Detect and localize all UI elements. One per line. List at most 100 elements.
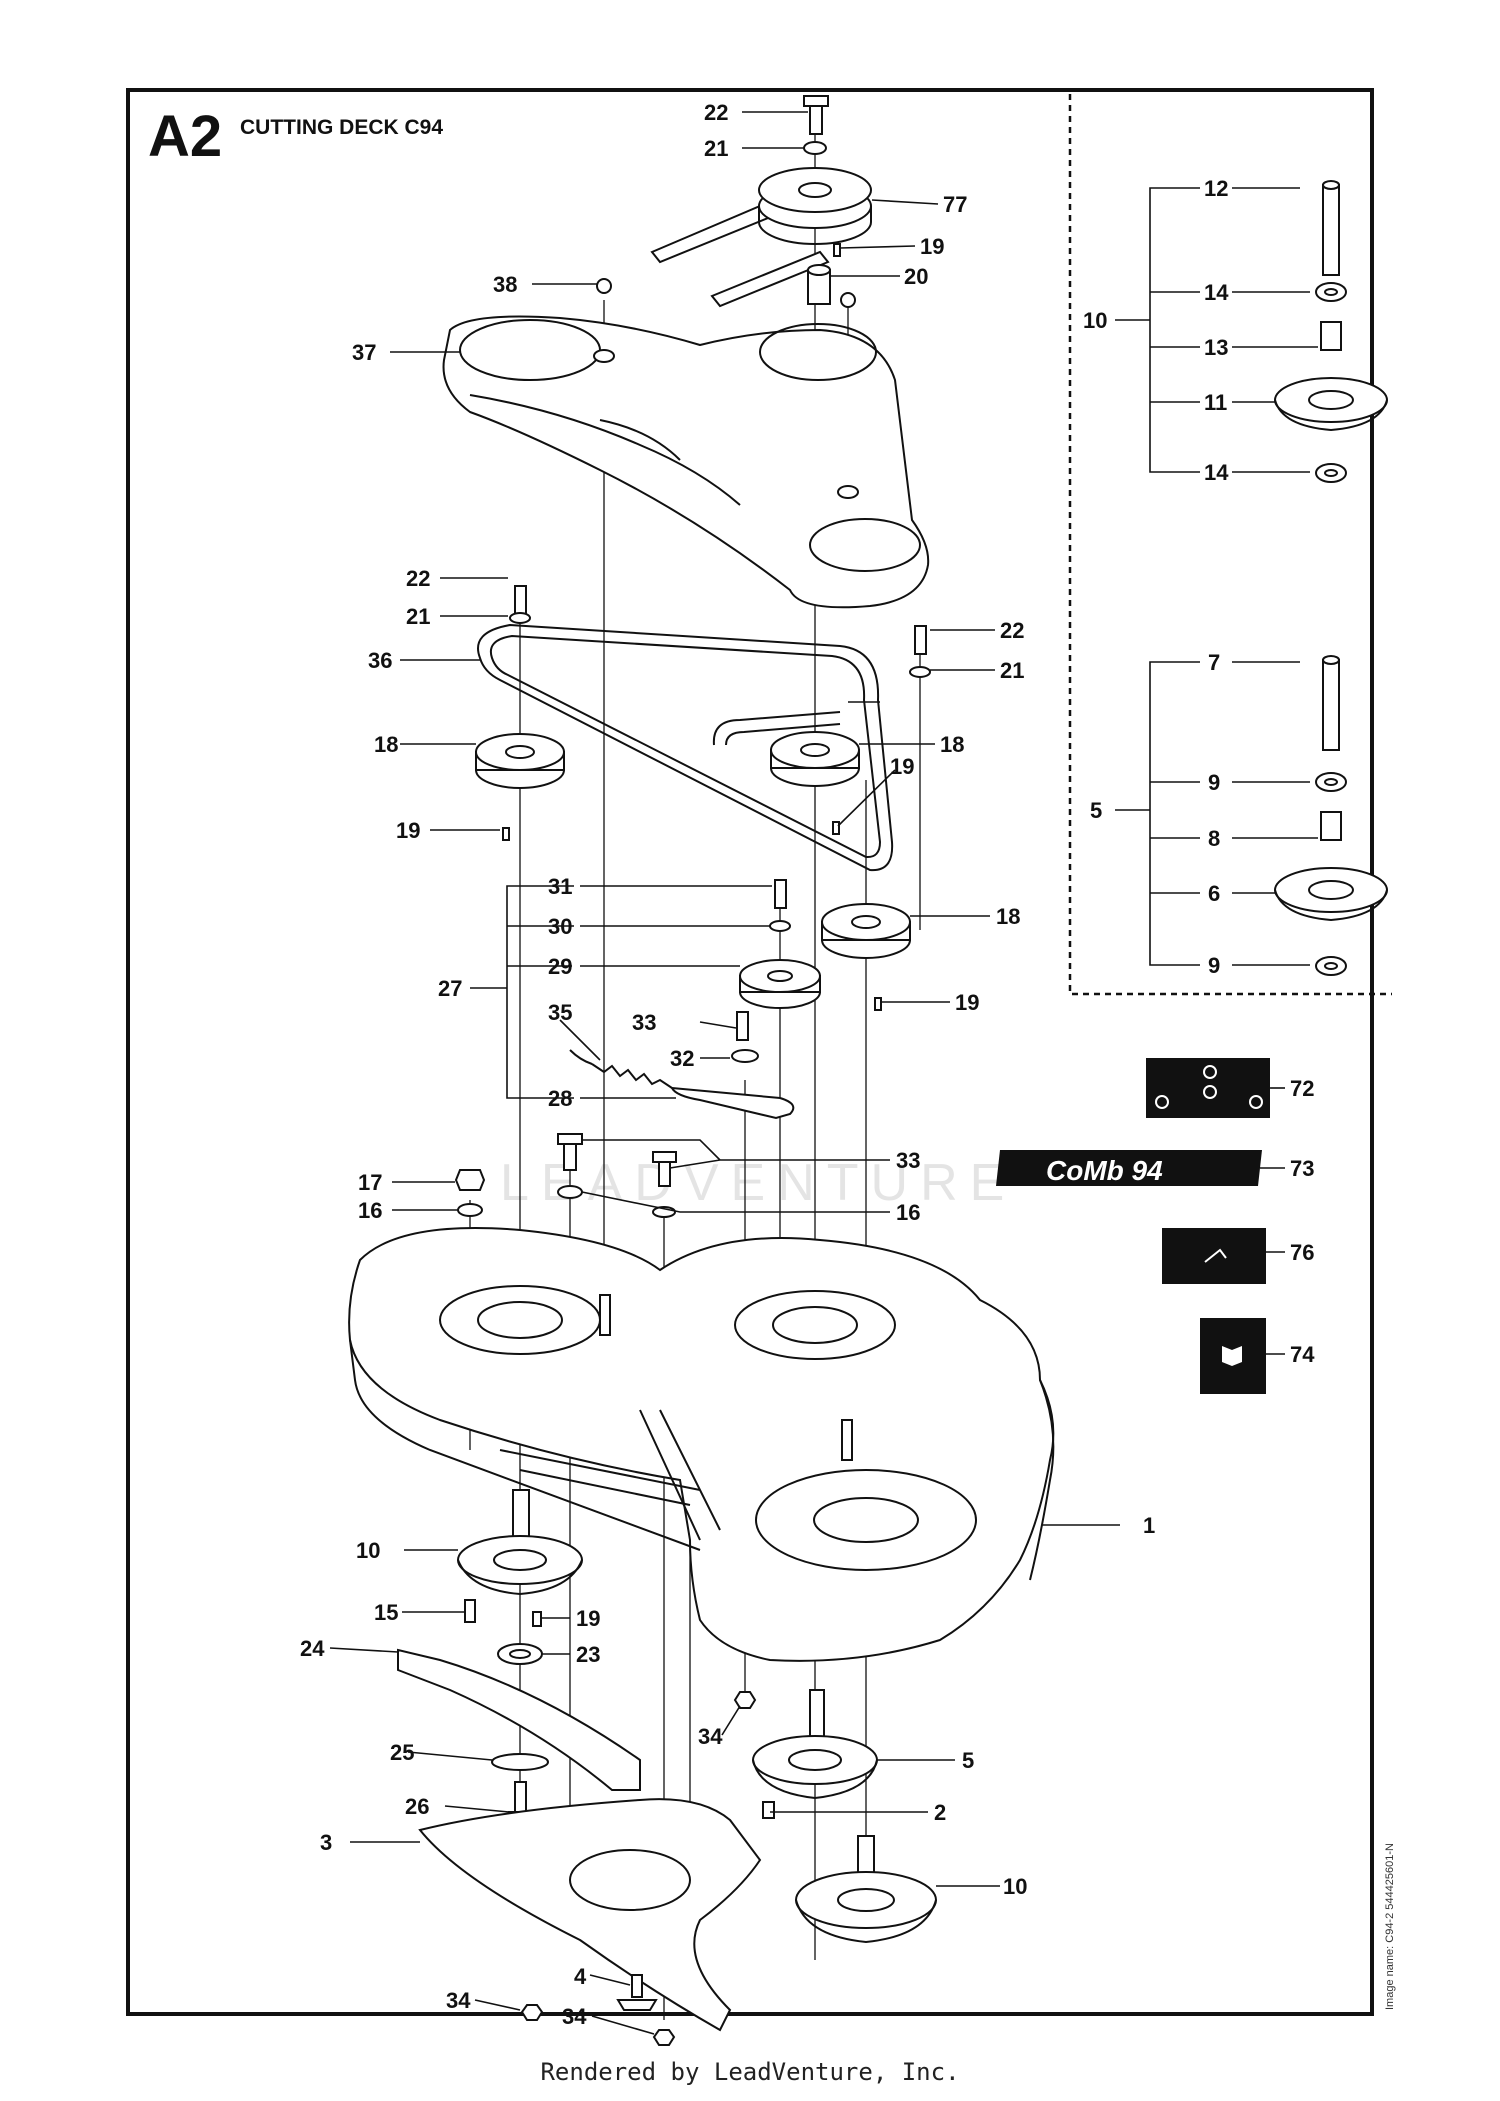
callout-19: 19 xyxy=(890,754,914,779)
callout-29: 29 xyxy=(548,954,572,979)
callout-72: 72 xyxy=(1290,1076,1314,1101)
callout-19: 19 xyxy=(576,1606,600,1631)
image-name-label: Image name: C94-2 544425601-N xyxy=(1384,1843,1396,2010)
callout-7: 7 xyxy=(1208,650,1220,675)
callout-22: 22 xyxy=(704,100,728,125)
callout-22: 22 xyxy=(1000,618,1024,643)
callout-18: 18 xyxy=(996,904,1020,929)
idler-pulleys-18 xyxy=(475,585,931,1011)
key-19 xyxy=(833,243,841,257)
footer-credit: Rendered by LeadVenture, Inc. xyxy=(540,2058,960,2086)
spindle-5-lower xyxy=(752,1689,878,1800)
decal-72 xyxy=(1146,1058,1270,1118)
drive-belt-36 xyxy=(477,623,894,872)
callout-19: 19 xyxy=(396,818,420,843)
callout-38: 38 xyxy=(493,272,517,297)
bolt-22c xyxy=(914,625,927,655)
bearing-23 xyxy=(497,1643,543,1665)
bolt-38 xyxy=(596,278,612,294)
callouts: 22 21 77 19 20 38 37 22 21 22 21 36 18 1… xyxy=(300,100,1315,2029)
callout-11: 11 xyxy=(1204,390,1227,415)
callout-18: 18 xyxy=(940,732,964,757)
callout-34: 34 xyxy=(446,1988,471,2013)
callout-24: 24 xyxy=(300,1636,325,1661)
callout-19: 19 xyxy=(920,234,944,259)
callout-22: 22 xyxy=(406,566,430,591)
cutting-deck-1 xyxy=(348,1227,1120,1662)
callout-26: 26 xyxy=(405,1794,429,1819)
callout-8: 8 xyxy=(1208,826,1220,851)
callout-9: 9 xyxy=(1208,770,1220,795)
callout-14: 14 xyxy=(1204,280,1229,305)
sheet-title: CUTTING DECK C94 xyxy=(240,116,444,139)
callout-10: 10 xyxy=(356,1538,380,1563)
spindle-10-left xyxy=(457,1489,583,1665)
callout-34: 34 xyxy=(698,1724,723,1749)
decal-73-text: CoMb 94 xyxy=(1046,1155,1163,1186)
callout-21: 21 xyxy=(406,604,430,629)
knob-4 xyxy=(631,1974,643,1998)
top-pulley-group xyxy=(650,95,872,308)
watermark: LEADVENTURE xyxy=(500,1154,1016,1212)
callout-15: 15 xyxy=(374,1600,398,1625)
callout-10: 10 xyxy=(1083,308,1107,333)
callout-14: 14 xyxy=(1204,460,1229,485)
callout-31: 31 xyxy=(548,874,572,899)
callout-74: 74 xyxy=(1290,1342,1315,1367)
callout-10: 10 xyxy=(1003,1874,1027,1899)
sheet-code: A2 xyxy=(148,104,223,169)
callout-21: 21 xyxy=(704,136,728,161)
callout-73: 73 xyxy=(1290,1156,1314,1181)
callout-30: 30 xyxy=(548,914,572,939)
callout-37: 37 xyxy=(352,340,376,365)
callout-17: 17 xyxy=(358,1170,382,1195)
decals: CoMb 94 xyxy=(996,1058,1285,1394)
callout-13: 13 xyxy=(1204,335,1228,360)
callout-33: 33 xyxy=(632,1010,656,1035)
pulley-77 xyxy=(758,206,872,245)
bolt-22b xyxy=(514,585,527,617)
callout-9: 9 xyxy=(1208,953,1220,978)
key-19e xyxy=(532,1611,542,1627)
callout-33: 33 xyxy=(896,1148,920,1173)
callout-23: 23 xyxy=(576,1642,600,1667)
belt-section xyxy=(650,204,770,264)
callout-16: 16 xyxy=(896,1200,920,1225)
callout-3: 3 xyxy=(320,1830,332,1855)
inset-spindle-10 xyxy=(1115,180,1388,483)
bolt-15 xyxy=(464,1599,476,1623)
callout-18: 18 xyxy=(374,732,398,757)
blade-24 xyxy=(397,1648,641,1825)
callout-4: 4 xyxy=(574,1964,587,1989)
callout-28: 28 xyxy=(548,1086,572,1111)
inset-spindle-5 xyxy=(1115,655,1388,976)
spindle-inset-box xyxy=(1068,94,1392,996)
callout-21: 21 xyxy=(1000,658,1024,683)
washer-21 xyxy=(803,141,827,155)
callout-27: 27 xyxy=(438,976,462,1001)
spindle-10-lower xyxy=(795,1835,937,1944)
leader-lines xyxy=(329,111,1000,2035)
callout-12: 12 xyxy=(1204,176,1228,201)
grommet xyxy=(593,349,615,363)
callout-5: 5 xyxy=(1090,798,1102,823)
nut-34 xyxy=(520,2004,544,2021)
callout-35: 35 xyxy=(548,1000,572,1025)
callout-1: 1 xyxy=(1143,1513,1155,1538)
key-19b xyxy=(502,827,510,841)
callout-36: 36 xyxy=(368,648,392,673)
bolt-2 xyxy=(762,1801,775,1819)
callout-5: 5 xyxy=(962,1748,974,1773)
callout-77: 77 xyxy=(943,192,967,217)
callout-19: 19 xyxy=(955,990,979,1015)
callout-34: 34 xyxy=(562,2004,587,2029)
guard-plate-3 xyxy=(418,1691,775,2046)
callout-6: 6 xyxy=(1208,881,1220,906)
drawing-frame xyxy=(126,88,1374,2016)
callout-76: 76 xyxy=(1290,1240,1314,1265)
decal-73 xyxy=(996,1150,1262,1186)
washer-25 xyxy=(491,1753,549,1771)
idler-arm-group-27 xyxy=(569,879,795,1120)
callout-2: 2 xyxy=(934,1800,946,1825)
